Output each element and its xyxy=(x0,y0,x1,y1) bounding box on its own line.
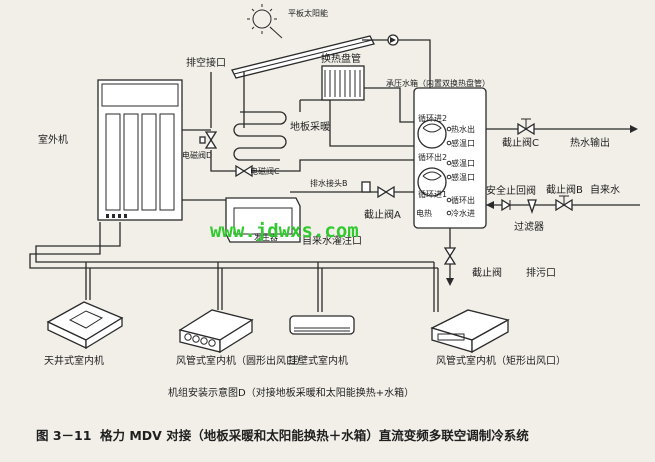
floor-heating-label: 地板采暖 xyxy=(290,120,330,133)
sewage-arrow-icon xyxy=(446,278,454,286)
bottom-valve-icon xyxy=(443,247,457,265)
safety-check-valve-label: 安全止回阀 xyxy=(486,184,536,197)
drain-port-b-label: 排水接头B xyxy=(310,178,348,188)
exchange-coil-label: 换热盘管 xyxy=(321,52,361,65)
figure-number: 图 3－11 xyxy=(36,428,91,443)
solenoid-d-label: 电磁阀D xyxy=(182,150,212,160)
cycle-out-1-label: 循环出 xyxy=(451,195,475,205)
hot-water-out-label: 热水出 xyxy=(451,124,475,134)
duct-rect-label: 风管式室内机（矩形出风口） xyxy=(436,354,566,367)
floor-heating-coil xyxy=(233,111,287,161)
valve-c-icon xyxy=(517,118,535,136)
hot-water-arrow-icon xyxy=(630,125,638,133)
pressure-tank-label: 承压水箱（内置双换热盘管） xyxy=(386,78,490,88)
solar-ray-arrow xyxy=(269,26,283,39)
pump-icon xyxy=(387,34,399,46)
watermark: www.jdwxs.com xyxy=(210,220,359,242)
outdoor-unit xyxy=(97,79,183,221)
wall-unit-label: 挂壁式室内机 xyxy=(288,354,348,367)
filter-icon xyxy=(520,199,540,215)
drain-joint-b-icon xyxy=(361,181,371,193)
generator-box xyxy=(225,197,301,243)
filter-label: 过滤器 xyxy=(514,220,544,233)
sensor-2-label: 感温口 xyxy=(451,158,475,168)
install-note: 机组安装示意图D（对接地板采暖和太阳能换热+水箱） xyxy=(168,386,414,399)
vent-port-label: 排空接口 xyxy=(186,56,226,69)
sun-icon xyxy=(247,4,277,34)
hot-water-output-label: 热水输出 xyxy=(570,136,610,149)
solar-panel-label: 平板太阳能 xyxy=(288,8,328,18)
heat-exchange-coil xyxy=(321,65,365,101)
duct-unit-rect xyxy=(430,309,510,354)
ceiling-cassette-unit xyxy=(46,301,124,350)
tap-water-label: 自来水 xyxy=(590,183,620,196)
tap-water-arrow-icon xyxy=(486,201,494,209)
cycle-in-1-label: 循环进1 xyxy=(418,189,447,199)
ceiling-unit-label: 天井式室内机 xyxy=(44,354,104,367)
distribution-pipes xyxy=(29,222,439,312)
solenoid-d-icon xyxy=(199,131,218,149)
duct-unit-round xyxy=(178,309,254,354)
wall-mounted-unit xyxy=(289,315,355,335)
bottom-valve-label: 截止阀 xyxy=(472,266,502,279)
valve-a-icon xyxy=(377,185,395,199)
valve-c-label: 截止阀C xyxy=(502,136,539,149)
outdoor-unit-label: 室外机 xyxy=(38,133,68,146)
generator-label: 发生器 xyxy=(254,232,278,242)
valve-a-label: 截止阀A xyxy=(364,208,401,221)
cold-water-in-label: 冷水进 xyxy=(451,208,475,218)
figure-caption: 格力 MDV 对接（地板采暖和太阳能换热＋水箱）直流变频多联空调制冷系统 xyxy=(100,428,529,443)
sensor-1-label: 感温口 xyxy=(451,172,475,182)
duct-round-label: 风管式室内机（圆形出风口） xyxy=(176,354,306,367)
safety-check-valve-icon xyxy=(501,198,512,212)
sensor-3-label: 感温口 xyxy=(451,138,475,148)
solar-panel xyxy=(231,35,375,79)
valve-b-label: 截止阀B xyxy=(546,183,583,196)
tank-port-dots xyxy=(446,126,452,216)
cycle-out-2-label: 循环出2 xyxy=(418,152,447,162)
sewage-label: 排污口 xyxy=(526,266,556,279)
refrigerant-pipes xyxy=(182,87,414,201)
electric-heat-label: 电热 xyxy=(416,208,432,218)
valve-b-icon xyxy=(555,195,573,212)
tap-inlet-label: 自来水灌注口 xyxy=(302,234,362,247)
cycle-in-2-label: 循环进2 xyxy=(418,113,447,123)
